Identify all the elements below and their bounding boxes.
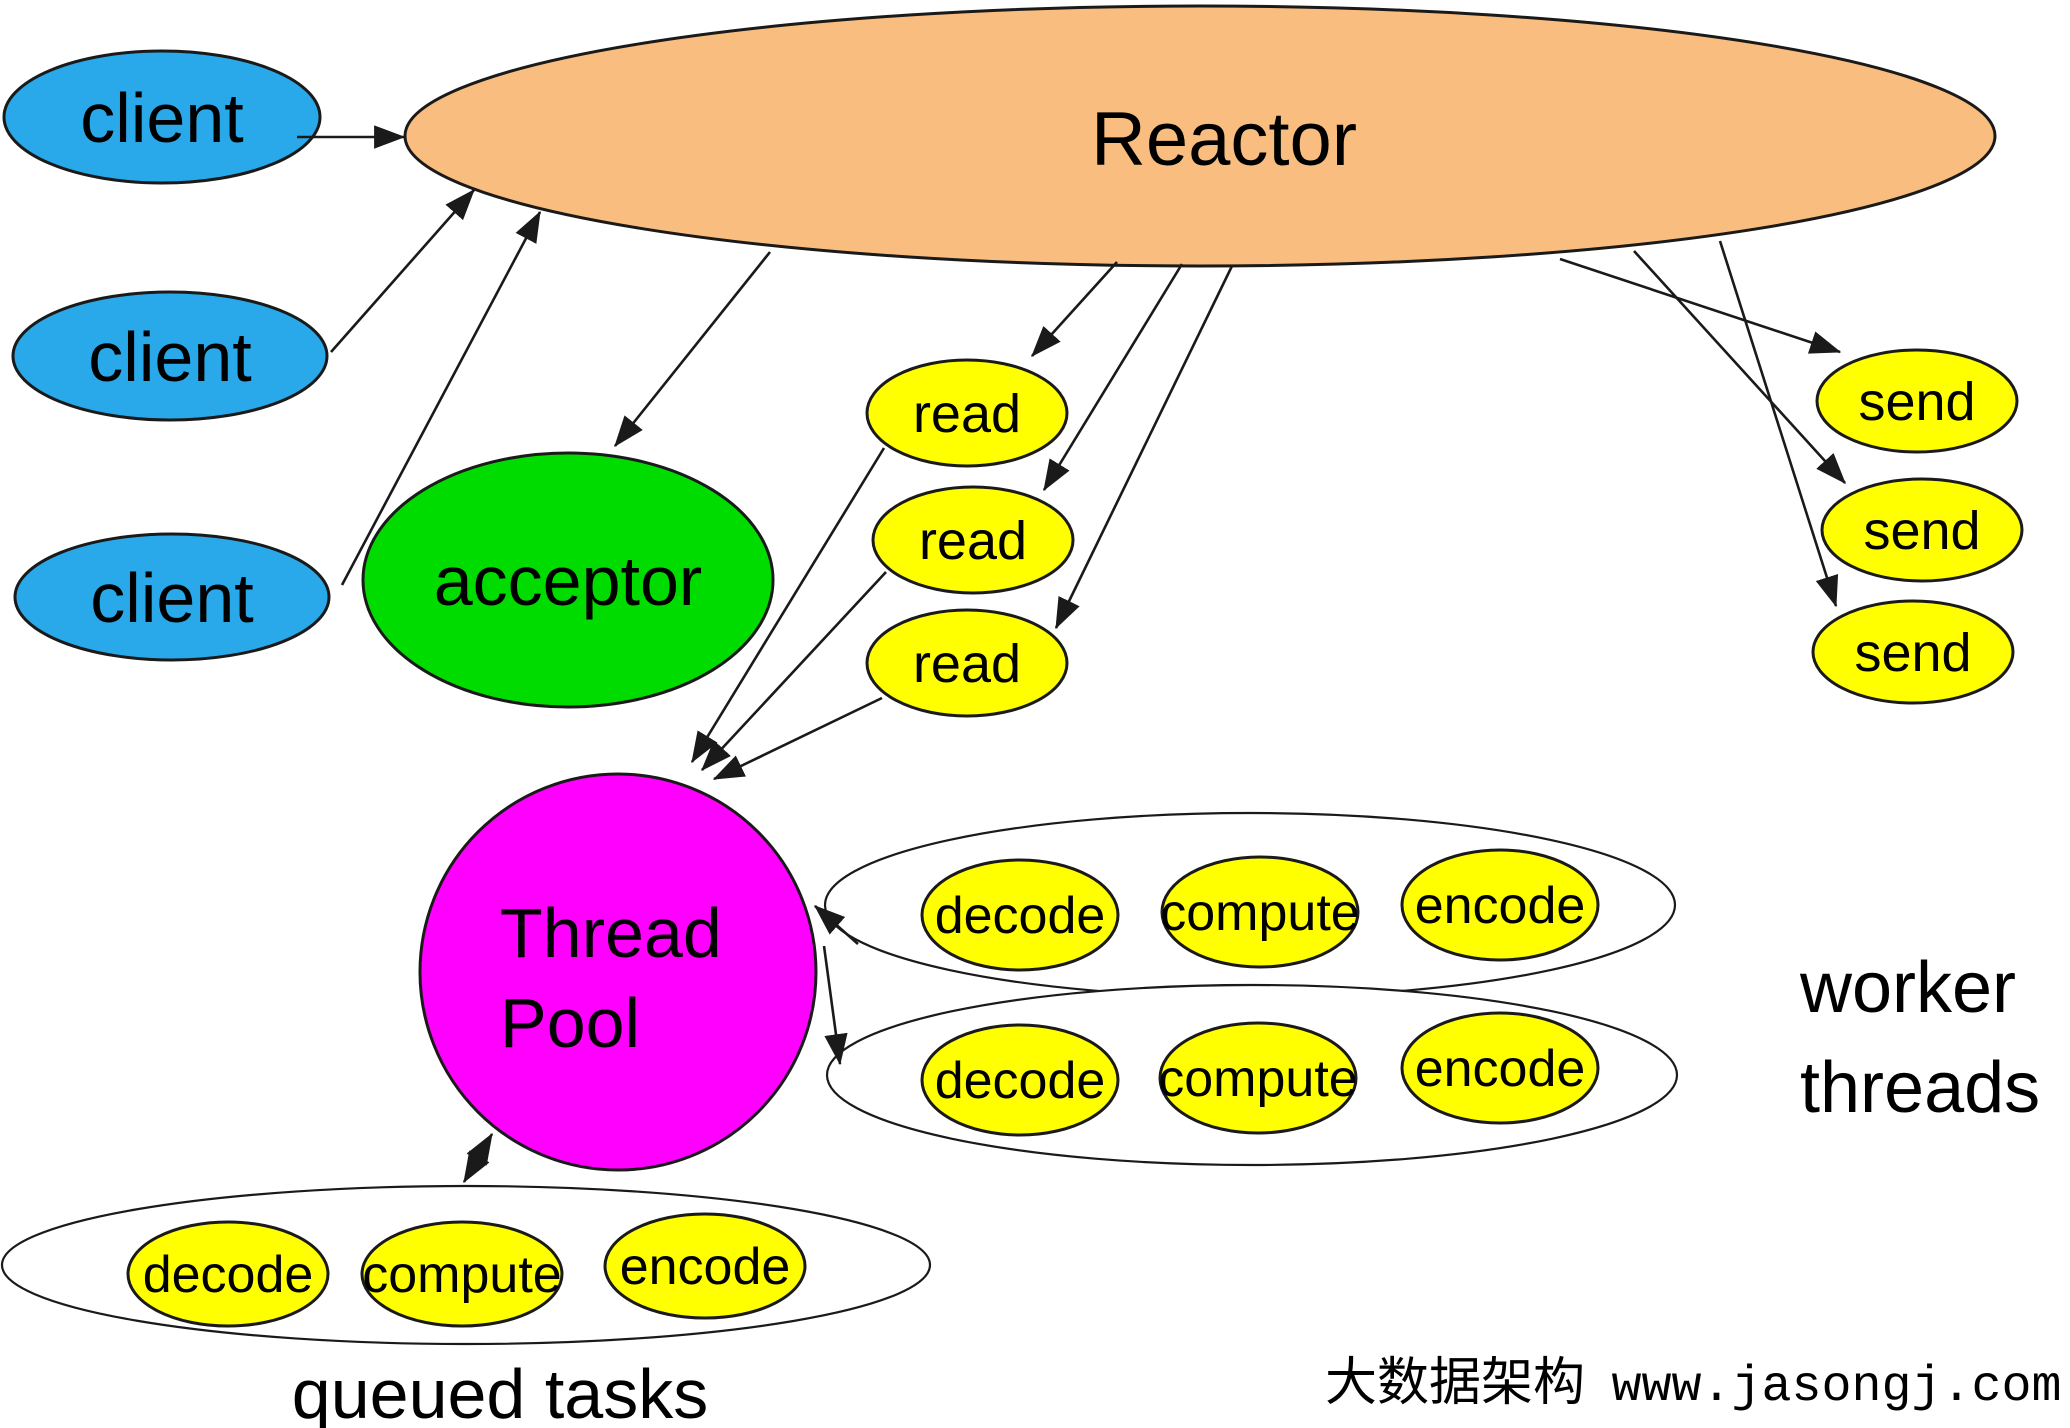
client-node-3: [13, 532, 331, 662]
read-node-2: [871, 485, 1075, 595]
worker2-encode-label: encode: [1415, 1040, 1586, 1098]
arrow-client2-to-reactor: [330, 189, 475, 353]
send-label-1: send: [1858, 372, 1975, 432]
worker-threads-label-line2: threads: [1800, 1048, 2040, 1128]
worker1-decode-node: [920, 858, 1120, 972]
worker2-compute-node: [1158, 1021, 1358, 1135]
send-node-2: [1820, 477, 2024, 583]
queued-compute-label: compute: [362, 1246, 561, 1304]
queued-decode-node: [126, 1220, 330, 1328]
arrow-client3-to-reactor: [340, 210, 542, 586]
arrow-reactor-to-send3: [1718, 240, 1839, 608]
queued-decode-label: decode: [143, 1246, 314, 1304]
thread-pool-label-line2: Pool: [500, 984, 640, 1062]
worker1-compute-label: compute: [1160, 884, 1359, 942]
queued-compute-node: [360, 1220, 564, 1328]
arrow-read1-to-threadpool: [690, 447, 886, 764]
acceptor-label: acceptor: [434, 542, 702, 620]
watermark-cn: 大数据架构: [1325, 1353, 1585, 1413]
acceptor-node: [361, 451, 775, 709]
send-label-2: send: [1863, 501, 1980, 561]
queued-encode-label: encode: [620, 1238, 791, 1296]
send-node-3: [1811, 599, 2015, 705]
arrow-threadpool-to-worker2: [822, 945, 848, 1066]
worker1-encode-node: [1400, 848, 1600, 962]
worker2-compute-label: compute: [1158, 1050, 1357, 1108]
worker1-compute-node: [1160, 855, 1360, 969]
send-node-1: [1815, 348, 2019, 454]
read-label-2: read: [919, 511, 1027, 571]
client-label-1: client: [80, 79, 243, 157]
worker-threads-label-line1: worker: [1799, 948, 2016, 1028]
read-node-3: [865, 608, 1069, 718]
arrow-reactor-to-read1: [1031, 261, 1118, 357]
thread-pool-node: [418, 772, 818, 1172]
worker1-decode-label: decode: [935, 887, 1106, 945]
read-node-1: [865, 358, 1069, 468]
watermark-url: www.jasongj.com: [1611, 1359, 2061, 1416]
thread-pool-label-line1: Thread: [500, 894, 722, 972]
queued-encode-node: [603, 1212, 807, 1320]
arrow-threadpool-to-queue: [462, 1141, 490, 1184]
arrow-read3-to-threadpool: [712, 696, 883, 781]
watermark: 大数据架构 www.jasongj.com: [1325, 1353, 2062, 1416]
worker2-decode-node: [920, 1023, 1120, 1137]
arrow-read2-to-threadpool: [701, 571, 887, 771]
read-label-1: read: [913, 384, 1021, 444]
client-node-1: [2, 49, 322, 185]
arrow-reactor-to-send2: [1633, 250, 1846, 484]
arrow-reactor-to-read2: [1042, 263, 1184, 492]
worker1-encode-label: encode: [1415, 877, 1586, 935]
client-label-2: client: [88, 318, 251, 396]
worker2-encode-node: [1400, 1011, 1600, 1125]
arrow-reactor-to-read3: [1054, 265, 1234, 630]
client-label-3: client: [90, 559, 253, 637]
reactor-label: Reactor: [1091, 97, 1357, 182]
arrow-worker1-to-threadpool: [814, 905, 859, 945]
client-node-2: [11, 290, 329, 422]
send-label-3: send: [1854, 623, 1971, 683]
worker2-decode-label: decode: [935, 1052, 1106, 1110]
arrow-reactor-to-send1: [1559, 257, 1842, 354]
arrow-reactor-to-acceptor: [613, 251, 772, 448]
queued-tasks-label: queued tasks: [292, 1355, 708, 1428]
read-label-3: read: [913, 634, 1021, 694]
